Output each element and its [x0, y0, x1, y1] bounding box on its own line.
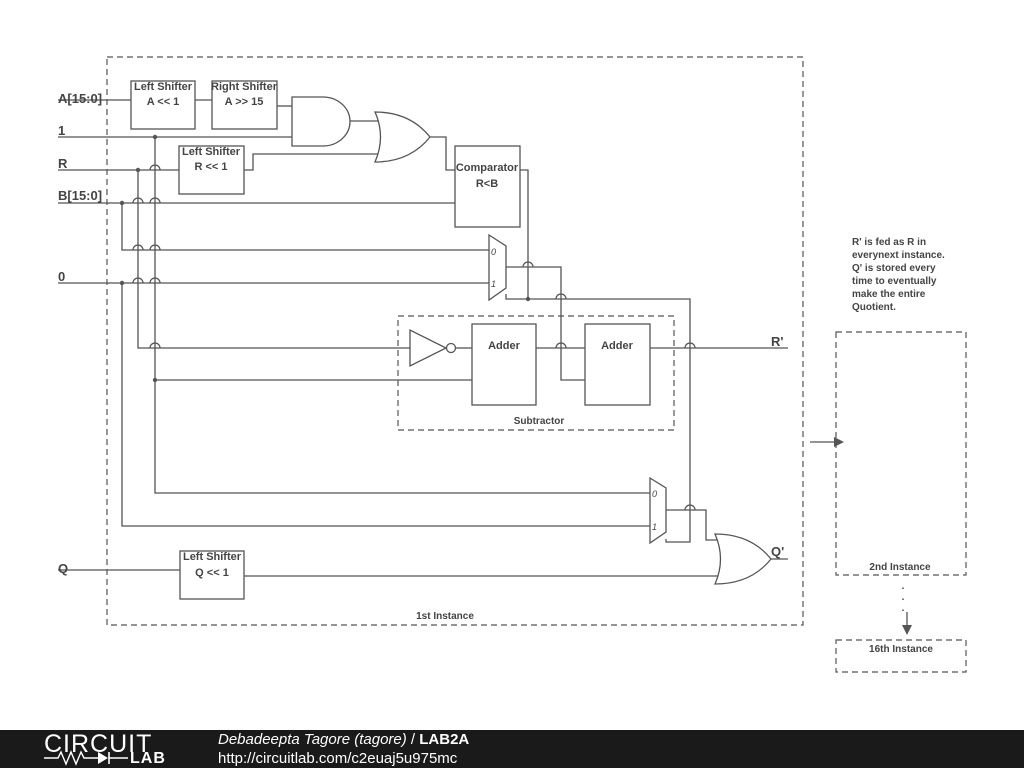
circuit-url[interactable]: http://circuitlab.com/c2euaj5u975mc [218, 750, 458, 767]
note-line: Quotient. [852, 302, 896, 313]
left-shifter-q-op: Q << 1 [195, 567, 229, 579]
first-instance-label: 1st Instance [416, 611, 474, 622]
second-instance-label: 2nd Instance [869, 562, 931, 573]
input-q-label: Q [58, 561, 68, 576]
circuitlab-logo[interactable]: CIRCUIT LAB [44, 730, 184, 768]
adder-1-title: Adder [488, 340, 521, 352]
subtractor-label: Subtractor [514, 416, 565, 427]
project-name[interactable]: LAB2A [419, 731, 470, 748]
left-shifter-q-title: Left Shifter [183, 551, 242, 563]
author-name[interactable]: Debadeepta Tagore (tagore) [218, 731, 407, 748]
input-one-label: 1 [58, 123, 65, 138]
or-gate-q [714, 533, 772, 585]
ellipsis-dot-2: . [902, 592, 905, 603]
subtractor-box [397, 315, 675, 431]
left-shifter-r-block [178, 145, 245, 195]
sixteenth-instance-box [835, 639, 967, 673]
mux-remainder [488, 233, 507, 302]
adder-2-title: Adder [601, 340, 634, 352]
mux-remainder-in0-label: 0 [491, 247, 496, 257]
note-line: everynext instance. [852, 250, 945, 261]
sixteenth-instance-label: 16th Instance [869, 644, 933, 655]
title-separator: / [406, 731, 420, 748]
note-text: R' is fed as R in everynext instance. Q'… [852, 237, 945, 313]
input-a-label: A[15:0] [58, 91, 102, 106]
ellipsis-dot-3: . [902, 603, 905, 614]
wires [58, 99, 908, 630]
junction-dots [119, 134, 531, 383]
resistor-diode-icon [44, 750, 128, 766]
note-line: make the entire [852, 289, 926, 300]
comparator-title: Comparator [456, 162, 519, 174]
adder-1-block [471, 323, 537, 406]
arrow-to-second-instance [834, 437, 844, 447]
left-shifter-q-block [179, 550, 245, 600]
right-shifter-a-title: Right Shifter [211, 81, 278, 93]
input-r-label: R [58, 156, 68, 171]
note-line: Q' is stored every [852, 263, 936, 274]
comparator-block [454, 145, 521, 228]
ellipsis-dot-1: . [902, 581, 905, 592]
left-shifter-a-title: Left Shifter [134, 81, 193, 93]
first-instance-box [106, 56, 804, 626]
mux-quotient-in0-label: 0 [652, 489, 657, 499]
circuit-schematic: 0 1 0 1 Left Shifter A << 1 Right Shifte… [58, 56, 967, 673]
right-shifter-a-block [211, 80, 278, 130]
left-shifter-a-block [130, 80, 196, 130]
wire-hops [132, 164, 696, 511]
author-project-line: Debadeepta Tagore (tagore) / LAB2A [218, 731, 469, 748]
left-shifter-r-op: R << 1 [194, 161, 227, 173]
input-zero-label: 0 [58, 269, 65, 284]
mux-remainder-in1-label: 1 [491, 279, 496, 289]
footer-bar: CIRCUIT LAB Debadeepta Tagore (tagore) /… [0, 730, 1024, 768]
left-shifter-r-title: Left Shifter [182, 146, 241, 158]
mux-quotient [649, 476, 667, 545]
mux-quotient-in1-label: 1 [652, 522, 657, 532]
or-gate [374, 111, 431, 163]
input-b-label: B[15:0] [58, 188, 102, 203]
not-gate [409, 328, 448, 368]
arrow-to-sixteenth-instance [902, 625, 912, 635]
adder-2-block [584, 323, 651, 406]
logo-text-lab: LAB [130, 750, 166, 767]
and-gate [291, 96, 351, 147]
right-shifter-a-op: A >> 15 [225, 96, 264, 108]
output-q-prime-label: Q' [771, 544, 784, 559]
left-shifter-a-op: A << 1 [147, 96, 180, 108]
second-instance-box [835, 331, 967, 576]
comparator-op: R<B [476, 178, 498, 190]
note-line: time to eventually [852, 276, 937, 287]
output-r-prime-label: R' [771, 334, 783, 349]
note-line: R' is fed as R in [852, 237, 926, 248]
not-gate-bubble [445, 342, 457, 354]
